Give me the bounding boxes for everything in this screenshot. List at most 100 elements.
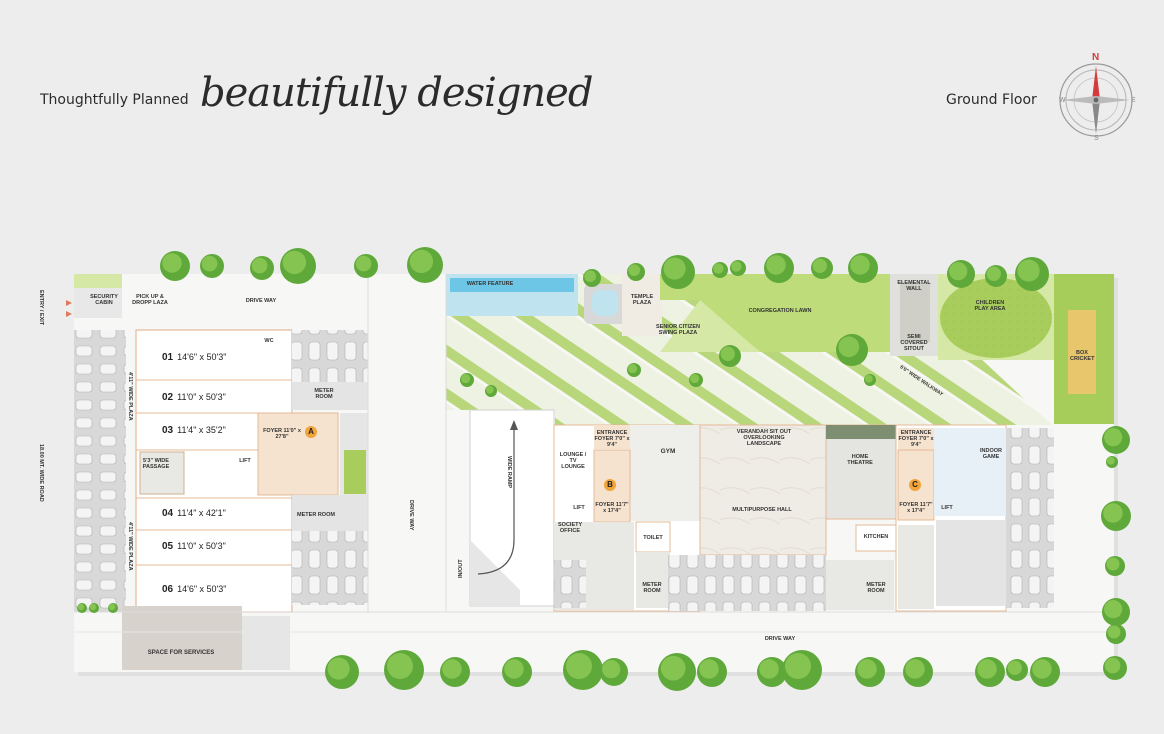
tree-canopy [766,255,786,275]
tree-canopy [1032,659,1052,679]
congregation-lawn: CONGREGATION LAWN [748,308,812,314]
tree-canopy [864,374,873,383]
tree-canopy [1103,503,1123,523]
entrance-b: ENTRANCE FOYER 7'0" x 9'4" [594,430,630,448]
foyer-c: FOYER 11'7" x 17'4" [899,502,933,514]
tree-canopy [785,653,811,679]
tagline: Thoughtfully Planned [40,92,189,108]
foyer-b: FOYER 11'7" x 17'4" [595,502,629,514]
indoor-game: INDOOR GAME [980,448,1002,460]
entrance-c: ENTRANCE FOYER 7'0" x 9'4" [898,430,934,448]
tree-canopy [1007,660,1022,675]
tree-canopy [838,336,860,358]
meter-room-a2: METER ROOM [297,512,335,518]
compass-w: W [1059,97,1066,104]
script-title: beautifully designed [200,70,593,116]
tree-canopy [690,374,700,384]
tree-canopy [660,655,686,681]
tree-canopy [89,603,97,611]
verandah-label: VERANDAH SIT OUT OVERLOOKING LANDSCAPE [736,429,792,447]
tree-canopy [1104,600,1123,619]
plaza-label-top: 4'11" WIDE PLAZA [127,372,133,421]
meter-room-b: METER ROOM [642,582,662,594]
tree-canopy [905,659,925,679]
tree-canopy [409,249,434,274]
kitchen-label: KITCHEN [863,534,889,540]
security-cabin: SECURITY CABIN [90,294,118,306]
tree-canopy [584,270,597,283]
tree-canopy [731,261,742,272]
tree-canopy [108,603,116,611]
foyer-a: FOYER 11'0" x 27'8" [263,428,301,440]
compass-n: N [1092,52,1100,63]
tree-canopy [251,257,268,274]
tree-canopy [387,653,413,679]
tree-canopy [1104,428,1123,447]
tree-canopy [628,264,641,277]
drive-way-vertical: DRIVE WAY [408,500,414,531]
tree-canopy [566,653,592,679]
tree-canopy [1017,259,1040,282]
tree-canopy [201,255,218,272]
toilet-b: TOILET [643,535,663,541]
wide-road-label: 18.00 MT. WIDE ROAD [38,444,44,502]
tower-b-badge: B [604,479,616,491]
meter-room-a1: METER ROOM [314,388,334,400]
lift-b: LIFT [573,505,585,511]
compass-s: S [1094,135,1099,142]
tree-canopy [720,346,735,361]
lounge-label: LOUNGE / TV LOUNGE [559,452,587,470]
multipurpose-hall: MULTIPURPOSE HALL [732,507,792,513]
tree-canopy [663,257,686,280]
services-label: SPACE FOR SERVICES [147,650,215,656]
water-feature: WATER FEATURE [466,281,514,287]
home-theatre: HOME THEATRE [847,454,873,466]
tree-canopy [1104,657,1121,674]
tree-canopy [977,659,997,679]
tree-canopy [857,659,877,679]
drive-way-top: DRIVE WAY [245,298,277,304]
meter-room-c: METER ROOM [866,582,886,594]
lift-a1: LIFT [239,458,251,464]
pickup-plaza: PICK UP & DROPP LAZA [132,294,168,306]
box-cricket: BOX CRICKET [1070,350,1095,362]
entry-exit-label: ENTRY / EXIT [38,290,44,326]
tree-canopy [628,364,638,374]
semi-covered-sitout: SEMI COVERED SITOUT [900,334,928,352]
wc-label: WC [264,338,274,344]
tree-canopy [504,659,524,679]
tree-canopy [850,255,870,275]
tower-c-badge: C [909,479,921,491]
tree-canopy [602,660,621,679]
tree-canopy [162,253,182,273]
tree-canopy [485,385,494,394]
tree-canopy [1106,456,1115,465]
tree-canopy [355,255,372,272]
tree-canopy [327,657,350,680]
gym-label: GYM [660,448,676,455]
compass-icon [1059,63,1133,137]
temple-plaza: TEMPLE PLAZA [630,294,654,306]
tree-canopy [1106,557,1120,571]
tree-canopy [77,603,85,611]
tree-canopy [949,262,968,281]
lift-c: LIFT [941,505,953,511]
inout-label: IN/OUT [458,559,464,578]
tree-canopy [699,659,719,679]
tree-canopy [759,659,779,679]
tower-a-badge: A [305,426,317,438]
tree-canopy [282,250,307,275]
tree-canopy [1107,625,1121,639]
children-play-area: CHILDREN PLAY AREA [974,300,1006,312]
tree-canopy [812,258,827,273]
floor-name: Ground Floor [946,92,1037,108]
ramp-label: WIDE RAMP [506,456,512,489]
plaza-label-bottom: 4'11" WIDE PLAZA [127,522,133,571]
